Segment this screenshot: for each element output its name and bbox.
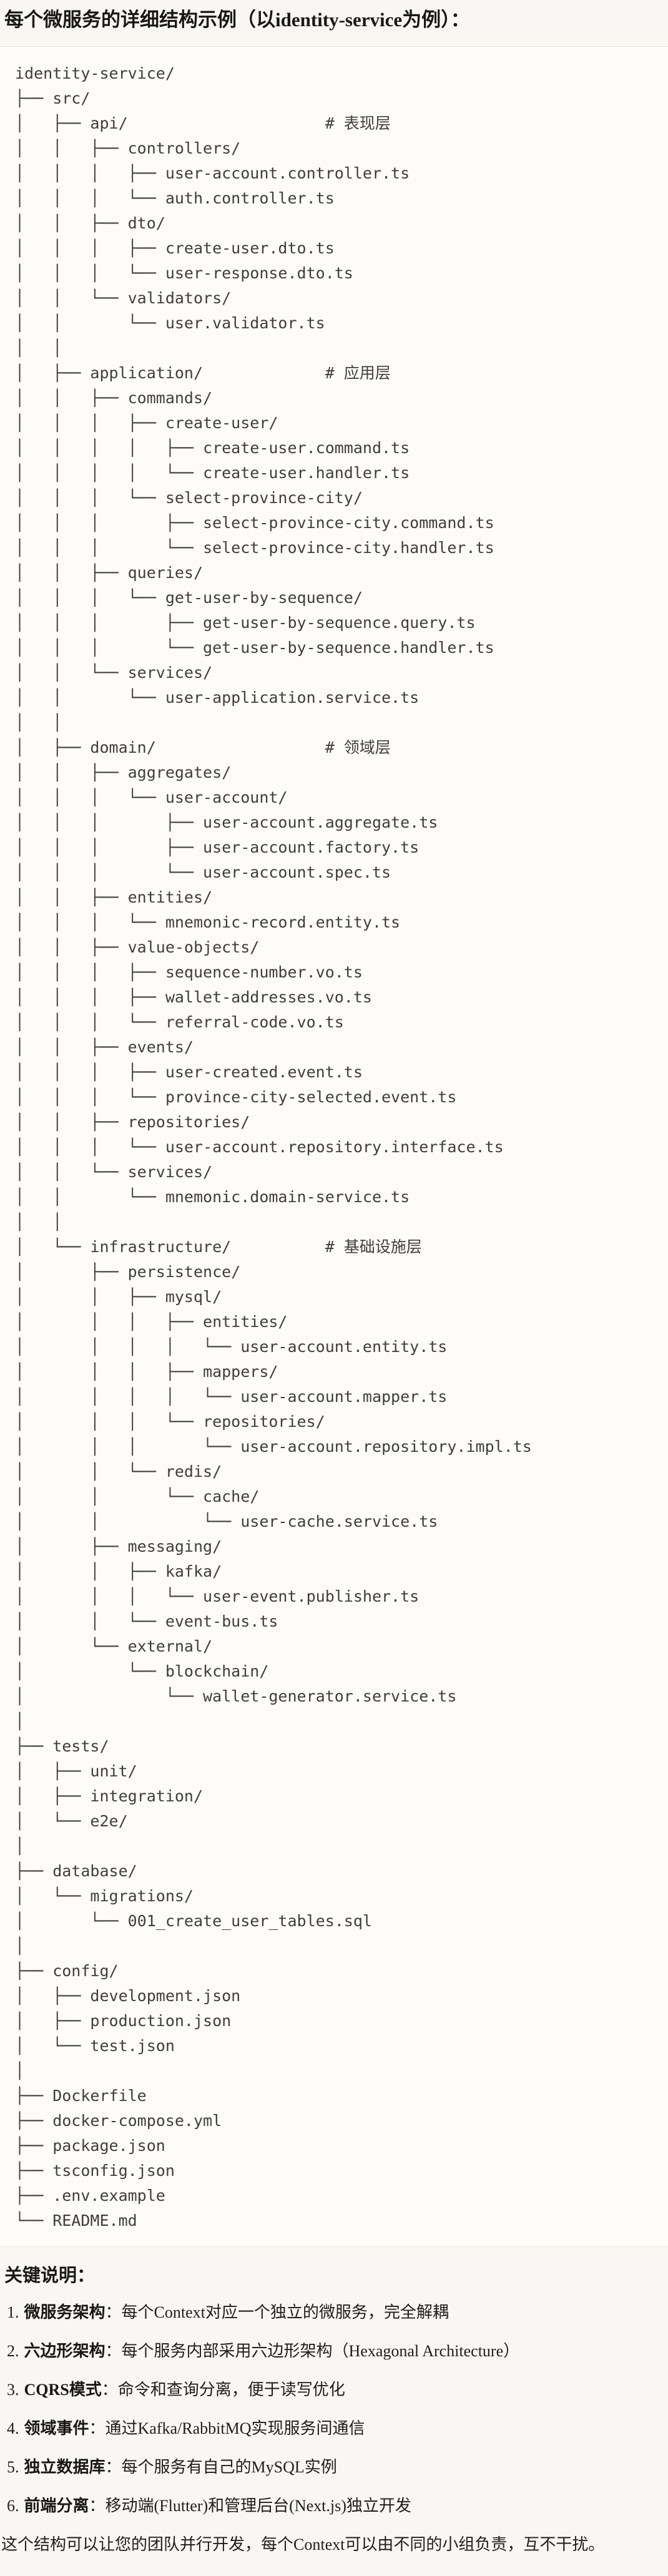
note-item: 2. 六边形架构：每个服务内部采用六边形架构（Hexagonal Architec… <box>7 2340 668 2363</box>
page-title: 每个微服务的详细结构示例（以identity-service为例）： <box>4 9 470 31</box>
note-number: 6. <box>7 2497 19 2515</box>
note-item: 1. 微服务架构：每个Context对应一个独立的微服务，完全解耦 <box>7 2301 668 2324</box>
note-desc: ：移动端(Flutter)和管理后台(Next.js)独立开发 <box>89 2497 411 2515</box>
footer-paragraph: 这个结构可以让您的团队并行开发，每个Context可以由不同的小组负责，互不干扰… <box>1 2535 605 2554</box>
note-desc: ：每个服务有自己的MySQL实例 <box>105 2458 337 2476</box>
note-number: 3. <box>7 2381 19 2399</box>
note-desc: ：命令和查询分离，便于读写优化 <box>101 2381 345 2399</box>
note-term: 独立数据库 <box>24 2458 106 2476</box>
note-desc: ：每个服务内部采用六边形架构（Hexagonal Architecture） <box>105 2342 520 2360</box>
note-number: 1. <box>7 2303 19 2321</box>
note-term: 领域事件 <box>24 2419 89 2437</box>
note-number: 2. <box>7 2342 19 2360</box>
notes-list: 1. 微服务架构：每个Context对应一个独立的微服务，完全解耦 2. 六边形架构… <box>0 2301 668 2517</box>
notes-section: 关键说明： 1. 微服务架构：每个Context对应一个独立的微服务，完全解耦 2… <box>0 2264 668 2569</box>
note-desc: ：每个Context对应一个独立的微服务，完全解耦 <box>105 2303 449 2321</box>
note-desc: ：通过Kafka/RabbitMQ实现服务间通信 <box>89 2419 365 2437</box>
note-item: 6. 前端分离：移动端(Flutter)和管理后台(Next.js)独立开发 <box>7 2495 668 2517</box>
file-tree: identity-service/ ├── src/ │ ├── api/ # … <box>15 64 532 2230</box>
note-item: 5. 独立数据库：每个服务有自己的MySQL实例 <box>7 2456 668 2479</box>
note-term: 六边形架构 <box>24 2342 106 2360</box>
document-page: { "page": { "title": "每个微服务的详细结构示例（以iden… <box>0 6 668 2576</box>
note-term: CQRS模式 <box>24 2381 102 2399</box>
note-term: 微服务架构 <box>24 2303 106 2321</box>
note-item: 4. 领域事件：通过Kafka/RabbitMQ实现服务间通信 <box>7 2417 668 2440</box>
code-block: identity-service/ ├── src/ │ ├── api/ # … <box>0 46 668 2247</box>
note-number: 4. <box>7 2419 19 2437</box>
notes-heading: 关键说明： <box>4 2266 96 2286</box>
note-item: 3. CQRS模式：命令和查询分离，便于读写优化 <box>7 2379 668 2401</box>
note-number: 5. <box>7 2458 19 2476</box>
note-term: 前端分离 <box>24 2497 89 2515</box>
